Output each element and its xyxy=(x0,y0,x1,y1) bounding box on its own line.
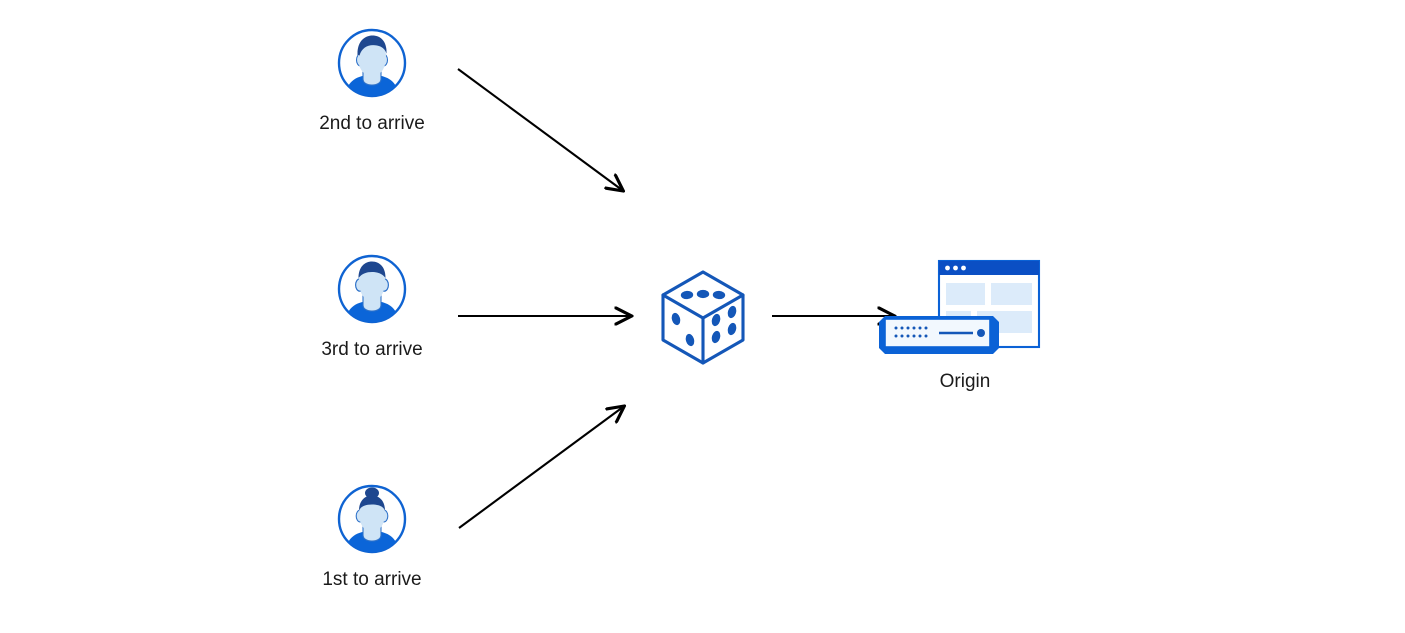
client-label-3rd: 3rd to arrive xyxy=(321,339,423,360)
origin-node: Origin xyxy=(865,256,1065,394)
user-avatar-icon xyxy=(337,484,407,554)
client-node-3rd: 3rd to arrive xyxy=(292,252,452,362)
avatar xyxy=(292,252,452,326)
client-label-2nd: 2nd to arrive xyxy=(319,113,425,134)
user-avatar-icon xyxy=(337,254,407,324)
avatar xyxy=(292,26,452,100)
randomizer-node xyxy=(648,262,758,372)
arrow-1st-to-dice xyxy=(458,407,623,529)
user-avatar-icon xyxy=(337,28,407,98)
origin-graphic xyxy=(865,256,1065,356)
arrow-2nd-to-dice xyxy=(457,68,622,190)
client-node-1st: 1st to arrive xyxy=(292,482,452,592)
client-label-1st: 1st to arrive xyxy=(322,569,422,590)
server-device-icon xyxy=(879,316,999,354)
dice-cube-icon xyxy=(661,270,745,365)
origin-label: Origin xyxy=(939,371,991,392)
client-node-2nd: 2nd to arrive xyxy=(292,26,452,136)
origin-server-icon xyxy=(879,259,1041,354)
avatar xyxy=(292,482,452,556)
